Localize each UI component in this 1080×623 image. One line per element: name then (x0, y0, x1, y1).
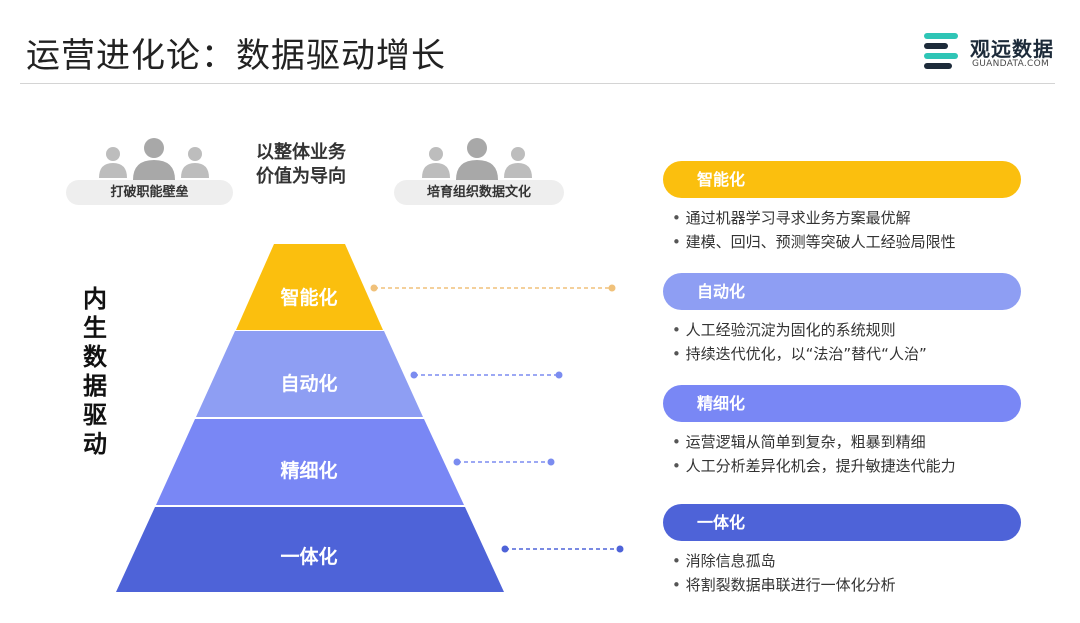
panel-bullets-refined: 运营逻辑从简单到复杂，粗暴到精细 人工分析差异化机会，提升敏捷迭代能力 (672, 430, 956, 478)
bullet-item: 建模、回归、预测等突破人工经验局限性 (672, 230, 956, 254)
logo-name: 观远数据 (970, 37, 1054, 61)
pill-data-culture: 培育组织数据文化 (394, 180, 564, 205)
vertical-char: 驱 (83, 401, 107, 429)
connector-refined (453, 458, 555, 466)
people-group-icon (99, 138, 209, 180)
panel-header-refined: 精细化 (663, 385, 1021, 422)
center-text-line2: 价值为导向 (256, 166, 346, 187)
vertical-char: 据 (83, 372, 107, 400)
pyramid-label-integrated: 一体化 (280, 546, 338, 568)
vertical-char: 内 (83, 285, 107, 313)
bullet-item: 通过机器学习寻求业务方案最优解 (672, 206, 956, 230)
vertical-char: 动 (83, 430, 107, 458)
pyramid-label-refined: 精细化 (280, 460, 338, 482)
page-title: 运营进化论：数据驱动增长 (26, 36, 446, 76)
vertical-char: 数 (83, 343, 107, 371)
connector-integrated (501, 545, 624, 553)
logo-icon (924, 33, 958, 69)
title-divider (20, 83, 1055, 84)
panel-bullets-automated: 人工经验沉淀为固化的系统规则 持续迭代优化，以“法治”替代“人治” (672, 318, 927, 366)
center-text-line1: 以整体业务 (256, 142, 346, 163)
center-text: 以整体业务 价值为导向 (256, 141, 346, 189)
bullet-item: 人工分析差异化机会，提升敏捷迭代能力 (672, 454, 956, 478)
panel-header-integrated: 一体化 (663, 504, 1021, 541)
vertical-char: 生 (83, 314, 107, 342)
logo-domain: GUANDATA.COM (972, 59, 1050, 69)
bullet-item: 人工经验沉淀为固化的系统规则 (672, 318, 927, 342)
pyramid-label-automated: 自动化 (280, 373, 338, 395)
bullet-item: 将割裂数据串联进行一体化分析 (672, 573, 896, 597)
panel-header-automated: 自动化 (663, 273, 1021, 310)
bullet-item: 运营逻辑从简单到复杂，粗暴到精细 (672, 430, 956, 454)
connector-automated (410, 371, 563, 379)
people-group-icon (422, 138, 532, 180)
pill-break-silos: 打破职能壁垒 (66, 180, 233, 205)
panel-bullets-intelligent: 通过机器学习寻求业务方案最优解 建模、回归、预测等突破人工经验局限性 (672, 206, 956, 254)
panel-bullets-integrated: 消除信息孤岛 将割裂数据串联进行一体化分析 (672, 549, 896, 597)
logo: 观远数据 GUANDATA.COM (922, 31, 1062, 75)
bullet-item: 消除信息孤岛 (672, 549, 896, 573)
panel-header-intelligent: 智能化 (663, 161, 1021, 198)
bullet-item: 持续迭代优化，以“法治”替代“人治” (672, 342, 927, 366)
vertical-label: 内 生 数 据 驱 动 (80, 285, 110, 459)
pyramid-label-intelligent: 智能化 (280, 287, 338, 309)
